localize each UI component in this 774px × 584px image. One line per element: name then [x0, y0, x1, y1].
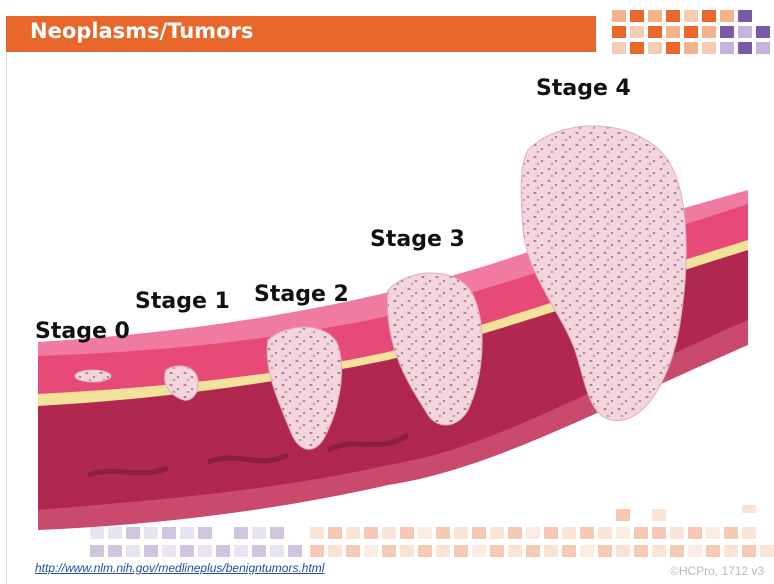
- stage-3-label: Stage 3: [370, 227, 465, 252]
- stage-2-label: Stage 2: [254, 282, 349, 307]
- stage-0-label: Stage 0: [35, 319, 130, 344]
- title-mosaic-decoration: [612, 10, 772, 58]
- stage-1-label: Stage 1: [135, 289, 230, 314]
- source-link[interactable]: http://www.nlm.nih.gov/medlineplus/benig…: [35, 561, 324, 575]
- slide-title: Neoplasms/Tumors: [30, 19, 253, 43]
- stage-4-label: Stage 4: [536, 76, 631, 101]
- copyright-text: ©HCPro, 1712 v3: [670, 564, 764, 578]
